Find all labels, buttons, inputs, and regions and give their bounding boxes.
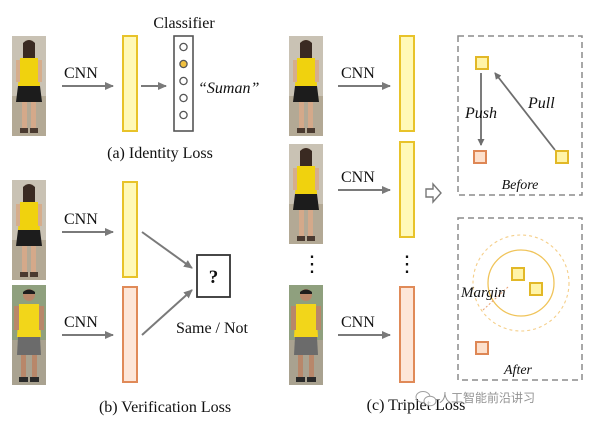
decision-box [196, 254, 231, 298]
positive-embedding-before [555, 150, 569, 164]
prediction-label: “Suman” [198, 80, 259, 97]
identity-loss-panel: CNN Classifier “Suman” (a) Identity Loss [12, 15, 259, 162]
verification-loss-caption: (b) Verification Loss [99, 399, 231, 416]
positive-person-image [289, 144, 323, 244]
wechat-icon [415, 391, 437, 407]
feature-vector-negative [399, 286, 415, 383]
negative-embedding-before [473, 150, 487, 164]
classifier-node [179, 42, 188, 52]
cnn-label-positive: CNN [341, 169, 375, 186]
positive-embedding-after [529, 282, 543, 296]
watermark-text: 人工智能前沿讲习 [439, 390, 535, 405]
push-label: Push [464, 105, 497, 122]
vertical-dots-features: ⋮ [396, 251, 418, 276]
feature-vector-b [122, 286, 138, 383]
pair-person-image-a [12, 180, 46, 280]
classifier-title: Classifier [153, 15, 215, 32]
compare-arrow-b [141, 289, 193, 336]
question-mark: ? [209, 267, 219, 288]
feature-vector-a [122, 181, 138, 278]
before-label: Before [502, 178, 539, 193]
feature-vector-positive [399, 141, 415, 238]
margin-circle [487, 249, 555, 317]
watermark: 人工智能前沿讲习 [415, 390, 535, 407]
cnn-label-anchor: CNN [341, 65, 375, 82]
anchor-person-image [289, 36, 323, 136]
query-person-image [12, 36, 46, 136]
vertical-dots-images: ⋮ [301, 251, 323, 276]
margin-label: Margin [460, 285, 505, 301]
triplet-loss-caption: (c) Triplet Loss [367, 397, 466, 414]
verification-loss-panel: CNN CNN ? Same / Not (b) Verification Lo… [12, 180, 249, 416]
classifier-node [179, 93, 188, 103]
pull-arrow [494, 72, 556, 151]
identity-loss-caption: (a) Identity Loss [107, 145, 213, 162]
anchor-embedding-after [511, 267, 525, 281]
feature-vector [122, 35, 138, 132]
negative-person-image [289, 285, 323, 385]
transition-arrow [425, 182, 442, 204]
classifier-node-active [179, 59, 188, 69]
after-label: After [503, 363, 533, 378]
negative-embedding-after [475, 341, 489, 355]
classifier-node [179, 76, 188, 86]
cnn-label: CNN [64, 65, 98, 82]
margin-indicator [482, 286, 509, 311]
pull-label: Pull [527, 95, 555, 112]
before-embedding-box [457, 35, 583, 196]
cnn-label-a: CNN [64, 211, 98, 228]
margin-outer-circle [472, 234, 570, 332]
classifier-node [179, 110, 188, 120]
anchor-embedding-before [475, 56, 489, 70]
cnn-label-negative: CNN [341, 314, 375, 331]
cnn-label-b: CNN [64, 314, 98, 331]
pair-person-image-b [12, 285, 46, 385]
decision-label: Same / Not [176, 320, 249, 337]
triplet-loss-panel: ⋮ ⋮ CNN CNN CNN Push Pull Before Margin … [289, 35, 583, 414]
after-embedding-box [457, 217, 583, 381]
classifier-layer [173, 35, 194, 132]
compare-arrow-a [141, 231, 193, 269]
feature-vector-anchor [399, 35, 415, 132]
